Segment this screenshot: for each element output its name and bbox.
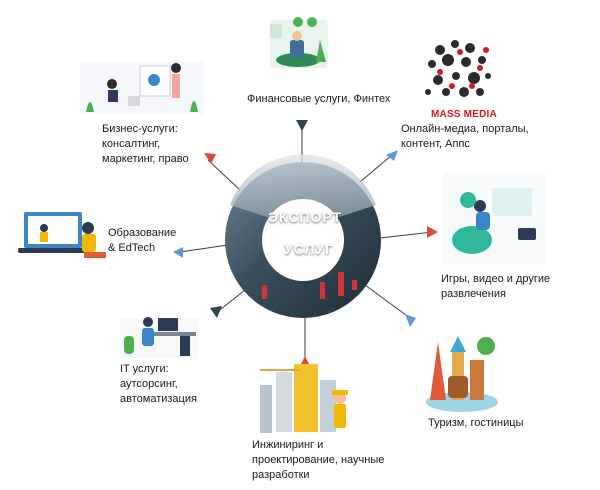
mass-media-collage-icon [422, 38, 494, 110]
ring-chart-bars [262, 272, 357, 299]
mass-media-brand: MASS MEDIA [431, 109, 497, 120]
label-engineering: Инжиниринг и проектирование, научные раз… [252, 439, 385, 481]
tourism-landmarks-icon [426, 336, 498, 412]
label-it: IT услуги: аутсорсинг, автоматизация [120, 363, 197, 405]
education-laptop-icon [18, 212, 106, 258]
arrow-games [427, 226, 438, 238]
arrow-it [210, 306, 222, 318]
arrow-fintech [296, 120, 308, 131]
connector-lines [179, 128, 434, 362]
finance-illustration-icon [270, 17, 328, 68]
label-tourism: Туризм, гостиницы [428, 417, 524, 429]
arrow-business [204, 153, 216, 164]
label-business: Бизнес-услуги: консалтинг, маркетинг, пр… [102, 123, 189, 165]
arrow-heads [173, 120, 438, 368]
center-ring [225, 154, 381, 318]
center-title-line2: УСЛУГ [284, 241, 334, 257]
arrow-education [173, 247, 183, 258]
center-title-line1: ЭКСПОРТ [268, 209, 343, 225]
label-media: Онлайн-медиа, порталы, контент, Аппс [401, 123, 529, 150]
business-presentation-icon [80, 62, 204, 114]
gaming-illustration-icon [443, 173, 545, 265]
label-fintech: Финансовые услуги, Финтех [247, 93, 391, 105]
arrow-media [386, 150, 398, 161]
it-developer-icon [120, 317, 198, 358]
label-education: Образование & EdTech [108, 227, 177, 254]
label-games: Игры, видео и другие развлечения [441, 273, 551, 300]
engineering-construction-icon [260, 364, 348, 433]
arrow-tourism [405, 314, 416, 327]
